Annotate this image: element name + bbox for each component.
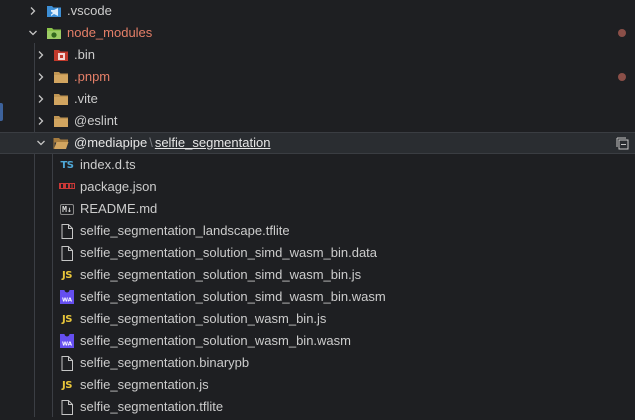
chevron-right-icon[interactable] xyxy=(26,0,40,22)
tree-item-file[interactable]: JS selfie_segmentation_solution_wasm_bin… xyxy=(0,308,635,330)
file-label: index.d.ts xyxy=(80,157,136,172)
tree-item-file[interactable]: JS selfie_segmentation.js xyxy=(0,374,635,396)
tree-item-eslint[interactable]: @eslint xyxy=(0,110,635,132)
tree-item-label: @eslint xyxy=(74,113,118,128)
indent-guide xyxy=(52,153,53,417)
tree-item-file[interactable]: JS selfie_segmentation_solution_simd_was… xyxy=(0,264,635,286)
node-modules-folder-icon xyxy=(46,25,62,41)
tree-item-label: node_modules xyxy=(67,25,153,40)
javascript-icon: JS xyxy=(62,269,72,281)
tree-item-pnpm[interactable]: .pnpm xyxy=(0,66,635,88)
folder-icon xyxy=(53,113,69,129)
tree-item-label: .vscode xyxy=(67,3,112,18)
vscode-folder-icon xyxy=(46,3,62,19)
chevron-right-icon[interactable] xyxy=(34,88,48,110)
collapse-all-icon[interactable] xyxy=(615,136,631,152)
file-label: README.md xyxy=(80,201,158,216)
tree-item-file[interactable]: selfie_segmentation.binarypb xyxy=(0,352,635,374)
typescript-icon: TS xyxy=(60,159,74,171)
path-segment-current[interactable]: selfie_segmentation xyxy=(154,135,271,150)
modified-indicator xyxy=(618,29,626,37)
tree-item-label: .bin xyxy=(74,47,95,62)
file-icon xyxy=(59,399,75,415)
tree-item-file[interactable]: selfie_segmentation_landscape.tflite xyxy=(0,220,635,242)
svg-text:WA: WA xyxy=(62,298,73,304)
tree-item-node-modules[interactable]: node_modules xyxy=(0,22,635,44)
wasm-icon: WA xyxy=(59,289,75,305)
npm-icon xyxy=(59,179,75,195)
tree-item-vscode[interactable]: .vscode xyxy=(0,0,635,22)
file-label: selfie_segmentation_solution_wasm_bin.wa… xyxy=(80,333,351,348)
tree-item-file[interactable]: WA selfie_segmentation_solution_wasm_bin… xyxy=(0,330,635,352)
file-label: selfie_segmentation_solution_simd_wasm_b… xyxy=(80,245,378,260)
file-icon xyxy=(59,355,75,371)
path-separator: \ xyxy=(149,135,153,150)
path-segment-parent[interactable]: @mediapipe xyxy=(74,135,148,150)
tree-item-file[interactable]: selfie_segmentation.tflite xyxy=(0,396,635,418)
tree-item-file[interactable]: package.json xyxy=(0,176,635,198)
tree-item-label: .pnpm xyxy=(74,69,111,84)
tree-item-file[interactable]: TS index.d.ts xyxy=(0,154,635,176)
activity-indicator xyxy=(0,103,3,121)
compact-folder-path: @mediapipe\selfie_segmentation xyxy=(74,132,270,154)
file-label: selfie_segmentation.binarypb xyxy=(80,355,250,370)
file-icon xyxy=(59,245,75,261)
indent-guide xyxy=(34,43,35,417)
file-label: package.json xyxy=(80,179,157,194)
javascript-icon: JS xyxy=(62,379,72,391)
file-label: selfie_segmentation.tflite xyxy=(80,399,224,414)
modified-indicator xyxy=(618,73,626,81)
bin-folder-icon xyxy=(53,47,69,63)
chevron-right-icon[interactable] xyxy=(34,66,48,88)
tree-item-label: .vite xyxy=(74,91,98,106)
chevron-down-icon[interactable] xyxy=(34,132,48,154)
tree-item-file[interactable]: selfie_segmentation_solution_simd_wasm_b… xyxy=(0,242,635,264)
file-icon xyxy=(59,223,75,239)
wasm-icon: WA xyxy=(59,333,75,349)
tree-item-mediapipe-selfie-segmentation[interactable]: @mediapipe\selfie_segmentation xyxy=(0,132,635,154)
folder-open-icon xyxy=(53,135,69,151)
tree-item-file[interactable]: M↓ README.md xyxy=(0,198,635,220)
file-label: selfie_segmentation_solution_wasm_bin.js xyxy=(80,311,327,326)
chevron-down-icon[interactable] xyxy=(26,22,40,44)
javascript-icon: JS xyxy=(62,313,72,325)
chevron-right-icon[interactable] xyxy=(34,44,48,66)
markdown-icon: M↓ xyxy=(60,203,74,215)
file-label: selfie_segmentation_solution_simd_wasm_b… xyxy=(80,289,386,304)
file-label: selfie_segmentation.js xyxy=(80,377,209,392)
tree-item-file[interactable]: WA selfie_segmentation_solution_simd_was… xyxy=(0,286,635,308)
chevron-right-icon[interactable] xyxy=(34,110,48,132)
tree-item-bin[interactable]: .bin xyxy=(0,44,635,66)
tree-item-vite[interactable]: .vite xyxy=(0,88,635,110)
folder-icon xyxy=(53,91,69,107)
file-label: selfie_segmentation_solution_simd_wasm_b… xyxy=(80,267,362,282)
file-label: selfie_segmentation_landscape.tflite xyxy=(80,223,290,238)
folder-icon xyxy=(53,69,69,85)
svg-text:WA: WA xyxy=(62,342,73,348)
